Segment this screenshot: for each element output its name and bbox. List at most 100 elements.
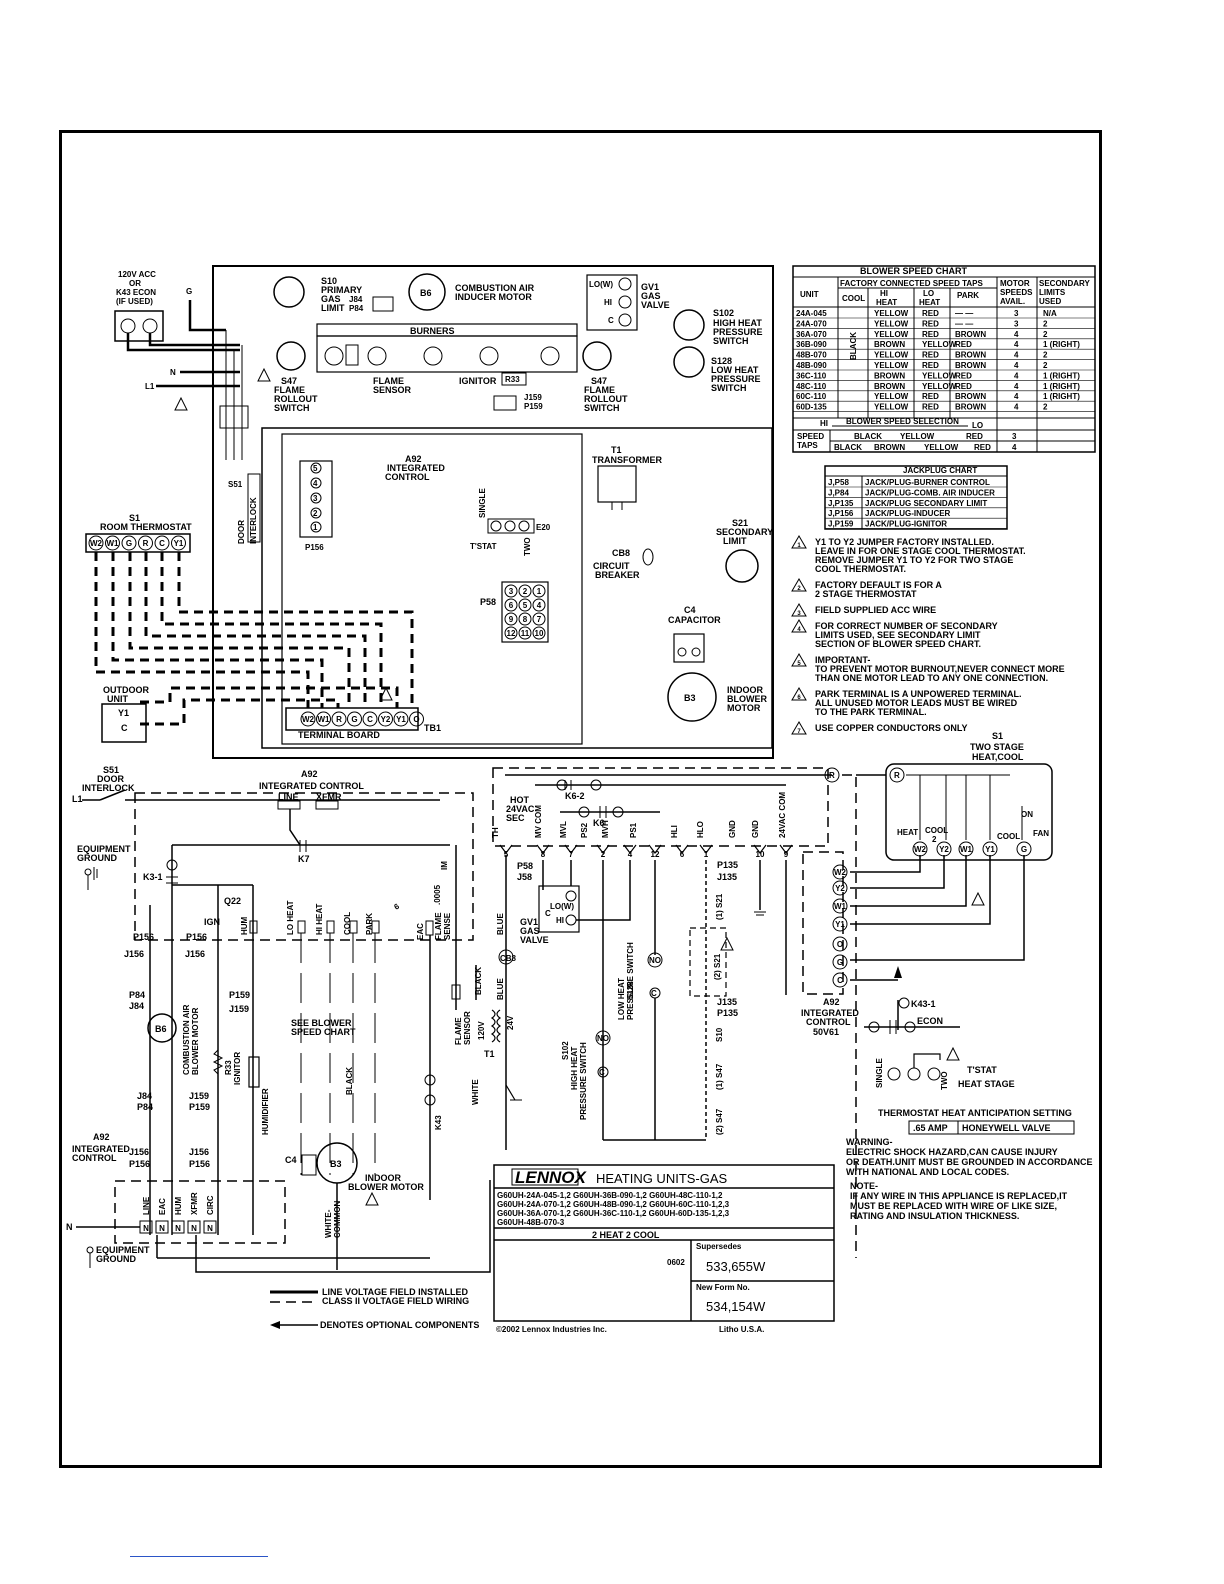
lv-pin-label: HLO <box>696 821 705 838</box>
svg-text:120V ACC: 120V ACC <box>118 270 156 279</box>
svg-text:EAC: EAC <box>416 923 425 940</box>
tb-y2-label: Y2 <box>381 715 391 724</box>
c4-capacitor: C4 CAPACITOR <box>668 605 721 663</box>
tb-y1-label: Y1 <box>396 715 406 724</box>
chart-cell: 48B-070 <box>796 351 827 360</box>
svg-text:FLAME: FLAME <box>434 912 443 940</box>
svg-text:SWITCH: SWITCH <box>713 336 749 346</box>
stat-y1-label: Y1 <box>174 539 184 548</box>
svg-text:L1: L1 <box>145 382 155 391</box>
svg-text:B3: B3 <box>330 1159 342 1169</box>
svg-text:YELLOW: YELLOW <box>924 443 959 452</box>
note-line: PARK TERMINAL IS A UNPOWERED TERMINAL. <box>815 689 1022 699</box>
lv-pin <box>648 844 662 854</box>
svg-text:INTERLOCK: INTERLOCK <box>249 497 258 544</box>
chart-cell: BROWN <box>955 392 986 401</box>
svg-text:FLAME: FLAME <box>584 385 615 395</box>
svg-text:S47: S47 <box>281 376 297 386</box>
stat-c-label: C <box>159 539 165 548</box>
bottom-terminal <box>171 1220 185 1234</box>
tb-o-terminal <box>409 711 424 727</box>
bottom-terminal-label: LINE <box>142 1196 151 1215</box>
svg-text:HEAT: HEAT <box>876 298 897 307</box>
svg-text:HUMIDIFIER: HUMIDIFIER <box>261 1088 270 1135</box>
p58-pin-terminal <box>504 612 518 626</box>
svg-text:C: C <box>651 989 657 998</box>
svg-text:INDOOR: INDOOR <box>727 685 764 695</box>
svg-text:EQUIPMENT: EQUIPMENT <box>96 1245 150 1255</box>
svg-text:TWO: TWO <box>523 537 532 556</box>
note-line: IMPORTANT- <box>815 655 870 665</box>
legend: LINE VOLTAGE FIELD INSTALLED CLASS II VO… <box>270 1287 479 1330</box>
p58-pin-terminal <box>518 626 532 640</box>
chart-cell: 4 <box>1014 371 1019 380</box>
tb-c-terminal <box>362 711 378 727</box>
svg-text:SPEED: SPEED <box>797 432 824 441</box>
svg-text:ON: ON <box>1021 810 1033 819</box>
chart-cell: 48C-110 <box>796 382 827 391</box>
svg-text:N: N <box>170 368 176 377</box>
bottom-terminal <box>187 1220 201 1234</box>
lv-pin <box>536 844 550 854</box>
tb-o-label: O <box>413 715 419 724</box>
note-marker <box>791 653 807 667</box>
svg-text:MOTOR: MOTOR <box>727 703 761 713</box>
chart-cell: YELLOW <box>922 371 957 380</box>
chart-cell: 4 <box>1014 403 1019 412</box>
bottom-terminal-n: N <box>159 1224 165 1233</box>
svg-text:INTEGRATED CONTROL: INTEGRATED CONTROL <box>259 781 364 791</box>
svg-text:HONEYWELL VALVE: HONEYWELL VALVE <box>962 1123 1051 1133</box>
svg-text:UNIT: UNIT <box>107 694 128 704</box>
stat-c-terminal <box>154 535 170 551</box>
svg-text:COMBUSTION AIR: COMBUSTION AIR <box>182 1004 191 1075</box>
svg-text:WHITE-: WHITE- <box>324 1209 333 1238</box>
svg-text:24VAC: 24VAC <box>506 804 535 814</box>
svg-text:J156: J156 <box>185 949 205 959</box>
s1-w1-label: W1 <box>960 845 973 854</box>
a92-o-label: O <box>837 940 843 949</box>
svg-text:2 HEAT 2 COOL: 2 HEAT 2 COOL <box>592 1230 660 1240</box>
svg-text:SINGLE: SINGLE <box>478 488 487 518</box>
svg-text:GROUND: GROUND <box>96 1254 136 1264</box>
p58-pin-label: 2 <box>523 587 528 596</box>
svg-text:534,154W: 534,154W <box>706 1299 766 1314</box>
svg-text:CONTROL: CONTROL <box>806 1017 851 1027</box>
p58-pin-label: 6 <box>509 601 514 610</box>
lv-pin-label: 24VAC COM <box>778 792 787 838</box>
svg-text:HI HEAT: HI HEAT <box>315 903 324 935</box>
svg-text:HEATING UNITS-GAS: HEATING UNITS-GAS <box>596 1171 728 1186</box>
note-marker <box>791 603 807 617</box>
a92-g-terminal <box>832 954 848 970</box>
svg-text:DENOTES OPTIONAL COMPONENTS: DENOTES OPTIONAL COMPONENTS <box>320 1320 479 1330</box>
lv-pin-num: 4 <box>628 850 633 859</box>
a92-w1-terminal <box>832 898 848 914</box>
svg-text:CAPACITOR: CAPACITOR <box>668 615 721 625</box>
a92-y1-terminal <box>832 916 848 932</box>
svg-text:NO: NO <box>597 1034 609 1043</box>
svg-text:WHITE: WHITE <box>471 1079 480 1105</box>
note-marker <box>791 578 807 592</box>
svg-text:PRESSURE: PRESSURE <box>711 374 761 384</box>
svg-text:SPEED CHART: SPEED CHART <box>291 1027 356 1037</box>
a92-w1-label: W1 <box>834 902 847 911</box>
b6-inducer: B6 COMBUSTION AIR INDUCER MOTOR <box>408 273 535 311</box>
svg-text:New Form No.: New Form No. <box>696 1283 750 1292</box>
jack-desc: JACK/PLUG-IGNITOR <box>865 520 947 529</box>
svg-text:BLACK: BLACK <box>834 443 862 452</box>
tb-g-label: G <box>351 715 357 724</box>
svg-text:CLASS II VOLTAGE FIELD WIRING: CLASS II VOLTAGE FIELD WIRING <box>322 1296 469 1306</box>
svg-text:R33: R33 <box>505 375 520 384</box>
svg-text:HEAT: HEAT <box>897 828 918 837</box>
svg-text:LENNOX: LENNOX <box>515 1168 588 1187</box>
svg-text:SWITCH: SWITCH <box>584 403 620 413</box>
chart-cell: 4 <box>1014 361 1019 370</box>
bottom-terminal-label: XFMR <box>190 1192 199 1215</box>
p58-pin-terminal <box>532 598 546 612</box>
lv-pin <box>623 844 637 854</box>
chart-cell: YELLOW <box>874 392 909 401</box>
p58-pin-terminal <box>532 584 546 598</box>
svg-text:TWO: TWO <box>940 1071 949 1090</box>
